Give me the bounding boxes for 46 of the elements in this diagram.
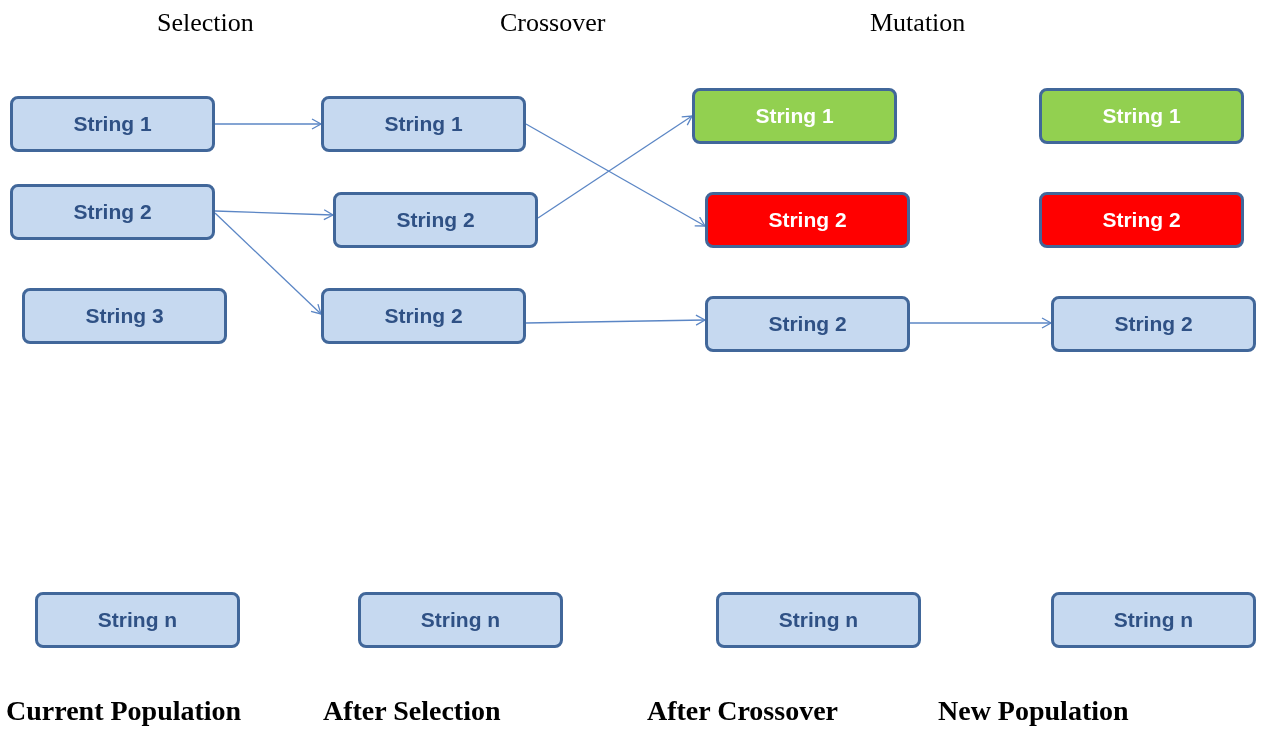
string-box	[333, 192, 538, 248]
step-label: Selection	[157, 8, 254, 38]
string-label: String n	[1113, 608, 1194, 632]
column-heading: New Population	[938, 695, 1129, 727]
string-label: String n	[97, 608, 178, 632]
string-label: String 2	[768, 312, 847, 336]
string-box	[10, 184, 215, 240]
string-label: String 2	[73, 200, 152, 224]
string-box	[705, 296, 910, 352]
arrow	[214, 212, 322, 315]
string-label: String 2	[384, 304, 463, 328]
string-box	[321, 288, 526, 344]
string-label: String n	[420, 608, 501, 632]
string-box	[10, 96, 215, 152]
string-label: String 1	[1102, 104, 1181, 128]
string-label: String 2	[1102, 208, 1181, 232]
string-label: String 3	[85, 304, 164, 328]
arrow	[214, 118, 322, 130]
string-label: String 2	[768, 208, 847, 232]
string-box	[1039, 88, 1244, 144]
string-box	[1051, 592, 1256, 648]
step-label: Crossover	[500, 8, 606, 38]
string-box	[358, 592, 563, 648]
column-heading: Current Population	[6, 695, 242, 727]
arrow	[537, 115, 693, 219]
string-label: String 2	[1114, 312, 1193, 336]
string-label: String 1	[73, 112, 152, 136]
string-box	[35, 592, 240, 648]
string-box	[716, 592, 921, 648]
string-box	[692, 88, 897, 144]
string-label: String 1	[384, 112, 463, 136]
arrow	[525, 123, 706, 227]
string-label: String 1	[755, 104, 834, 128]
column-heading: After Crossover	[647, 695, 838, 727]
string-label: String n	[778, 608, 859, 632]
arrow	[525, 314, 706, 326]
string-box	[1051, 296, 1256, 352]
column-heading: After Selection	[323, 695, 501, 727]
string-box	[1039, 192, 1244, 248]
string-box	[321, 96, 526, 152]
string-box	[705, 192, 910, 248]
string-label: String 2	[396, 208, 475, 232]
string-box	[22, 288, 227, 344]
step-label: Mutation	[870, 8, 966, 38]
arrow	[909, 317, 1052, 329]
arrow	[214, 209, 334, 221]
